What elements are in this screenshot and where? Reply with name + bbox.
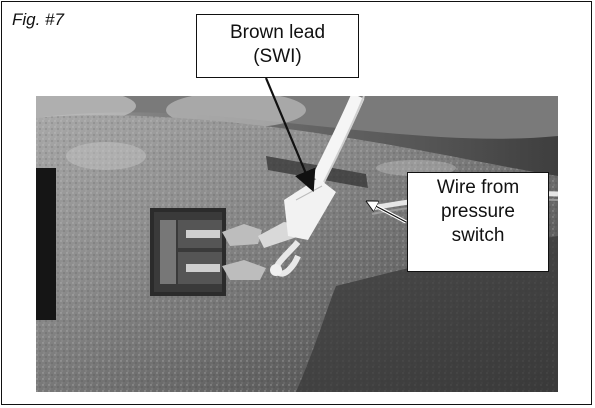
pressure-wire-callout-line-1: Wire from xyxy=(436,177,520,198)
pressure-wire-callout: Wire from pressure switch xyxy=(407,172,549,272)
brown-lead-callout: Brown lead (SWI) xyxy=(196,14,359,78)
pressure-wire-callout-line-2: pressure xyxy=(441,201,515,222)
brown-lead-callout-line-2: (SWI) xyxy=(253,46,302,67)
brown-lead-callout-line-1: Brown lead xyxy=(229,22,326,43)
figure-label: Fig. #7 xyxy=(12,10,64,29)
pressure-wire-callout-line-3: switch xyxy=(451,225,505,246)
